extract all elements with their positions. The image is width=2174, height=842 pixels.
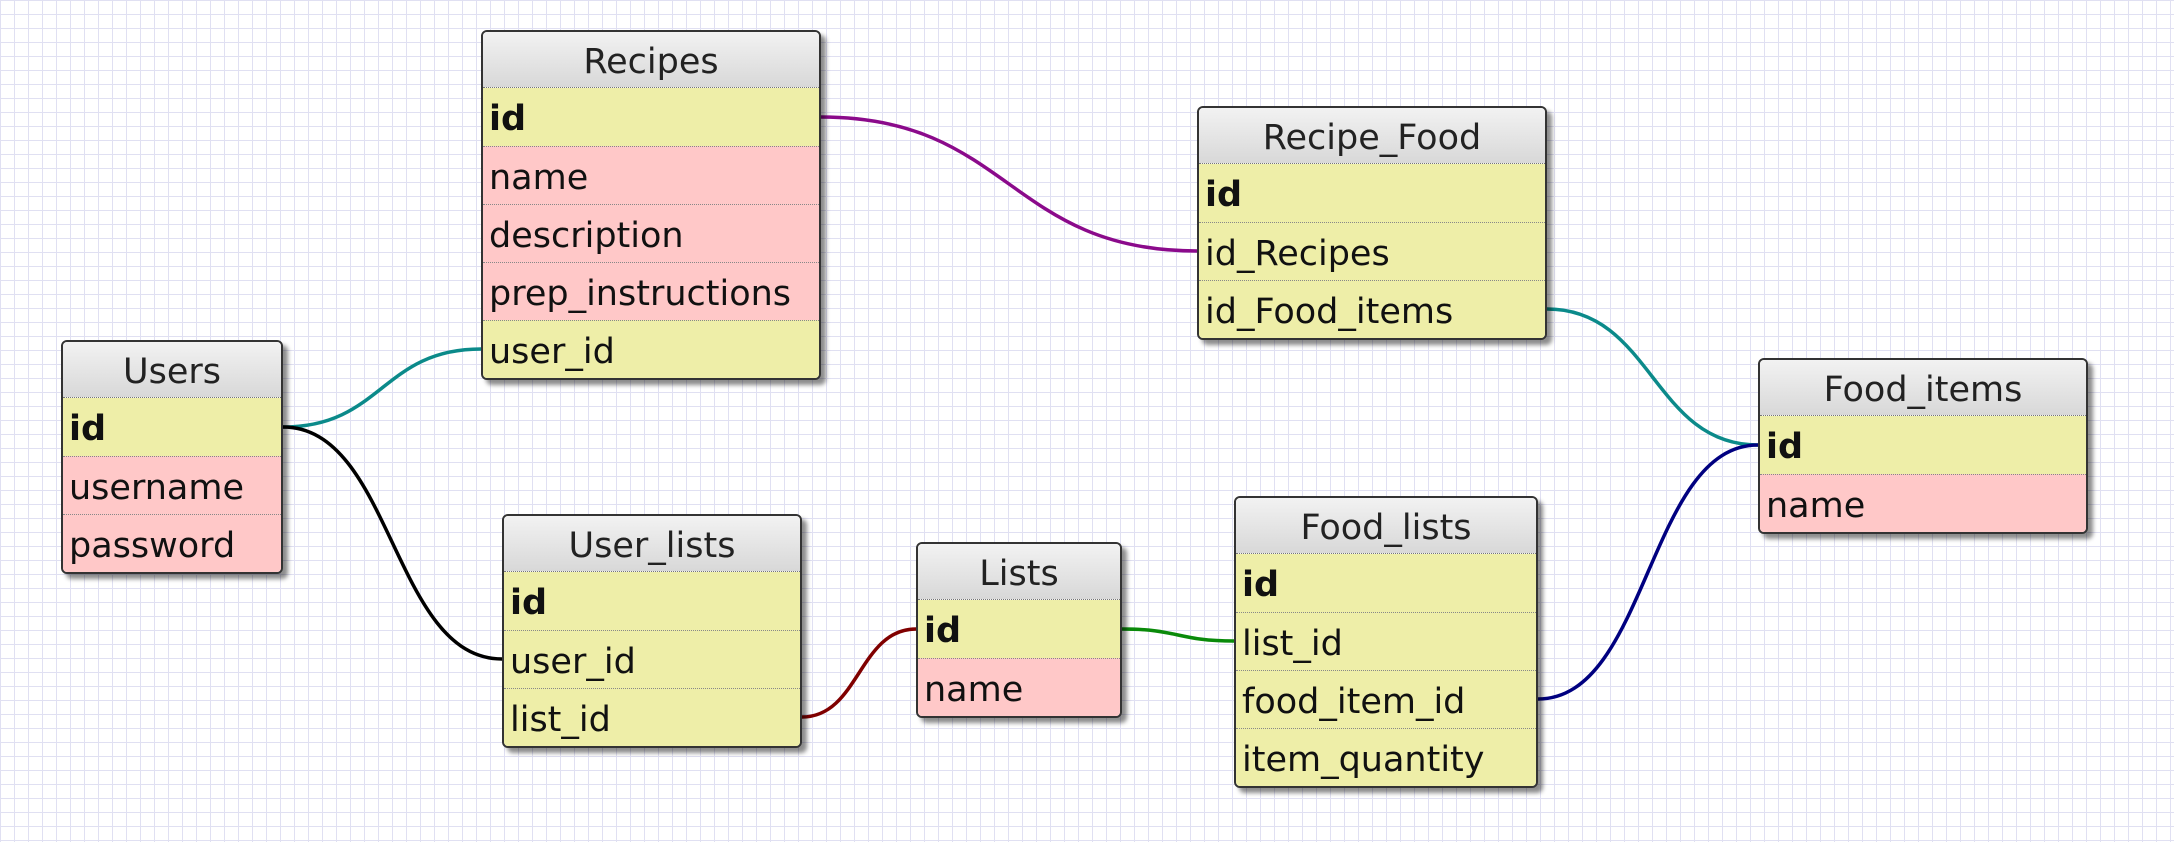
field-id[interactable]: id [483, 88, 819, 146]
relation-recipe-food-food-items [1546, 307, 1759, 447]
field-list-id[interactable]: list_id [1236, 612, 1536, 670]
field-name[interactable]: name [1760, 474, 2086, 532]
table-title: Lists [918, 544, 1120, 600]
field-id[interactable]: id [1236, 554, 1536, 612]
relation-users-user-lists [282, 425, 503, 661]
field-food-item-id[interactable]: food_item_id [1236, 670, 1536, 728]
field-id-recipes[interactable]: id_Recipes [1199, 222, 1545, 280]
table-title: Users [63, 342, 281, 398]
field-id[interactable]: id [63, 398, 281, 456]
table-title: User_lists [504, 516, 800, 572]
table-title: Food_lists [1236, 498, 1536, 554]
field-id[interactable]: id [504, 572, 800, 630]
field-name[interactable]: name [918, 658, 1120, 716]
field-list-id[interactable]: list_id [504, 688, 800, 746]
table-title: Recipes [483, 32, 819, 88]
field-id[interactable]: id [1199, 164, 1545, 222]
field-user-id[interactable]: user_id [504, 630, 800, 688]
field-username[interactable]: username [63, 456, 281, 514]
relation-user-lists-lists [801, 627, 917, 719]
field-user-id[interactable]: user_id [483, 320, 819, 378]
field-prep-instructions[interactable]: prep_instructions [483, 262, 819, 320]
relation-recipes-recipe-food [820, 115, 1198, 253]
field-name[interactable]: name [483, 146, 819, 204]
relation-users-recipes [282, 347, 482, 429]
table-title: Food_items [1760, 360, 2086, 416]
field-id-food-items[interactable]: id_Food_items [1199, 280, 1545, 338]
field-id[interactable]: id [1760, 416, 2086, 474]
relation-food-lists-food-items [1537, 443, 1759, 701]
field-item-quantity[interactable]: item_quantity [1236, 728, 1536, 786]
table-title: Recipe_Food [1199, 108, 1545, 164]
field-password[interactable]: password [63, 514, 281, 572]
field-id[interactable]: id [918, 600, 1120, 658]
relation-lists-food-lists [1121, 627, 1235, 643]
field-description[interactable]: description [483, 204, 819, 262]
